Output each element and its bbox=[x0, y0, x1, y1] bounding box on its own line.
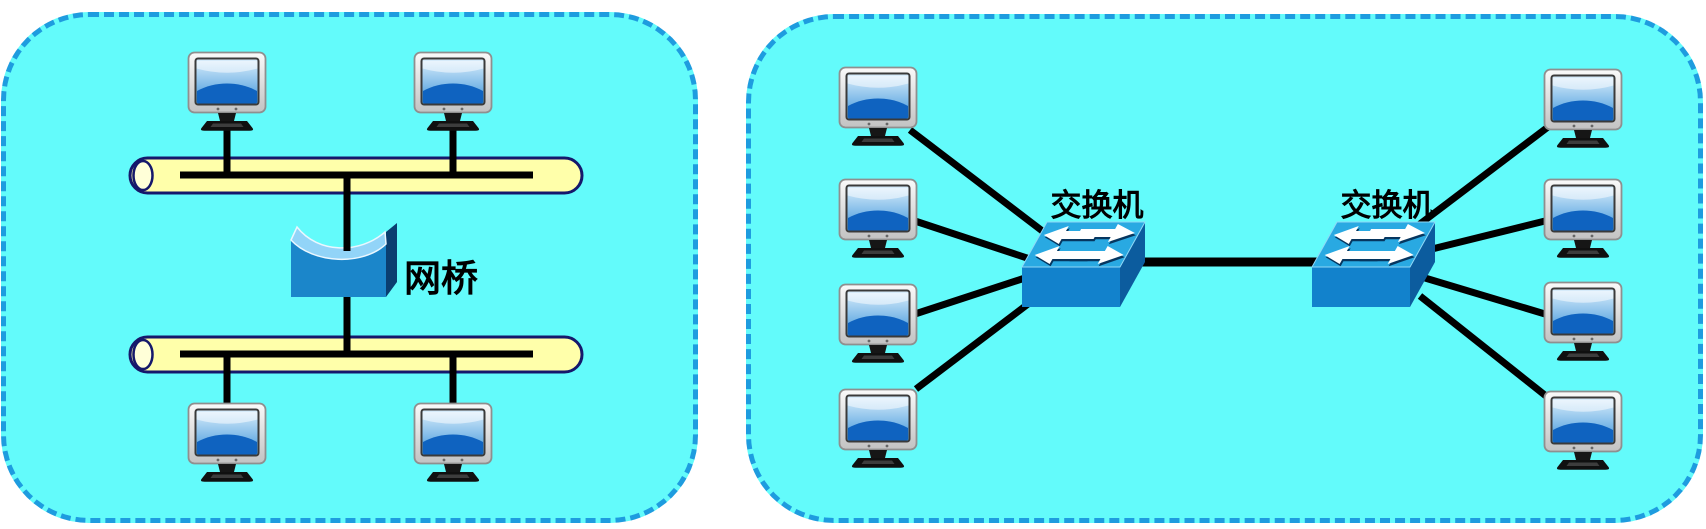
cable-lines bbox=[907, 124, 1551, 399]
switch-icon bbox=[1021, 221, 1146, 308]
switch-label-right: 交换机 bbox=[1340, 188, 1434, 223]
computer-icon bbox=[838, 388, 918, 469]
computer-icon bbox=[1543, 178, 1623, 259]
bridged-lan-group bbox=[128, 51, 584, 483]
computer-icon bbox=[187, 402, 267, 483]
cable-lines bbox=[223, 128, 457, 406]
coax-bus-icon bbox=[128, 156, 584, 195]
computer-icon bbox=[838, 283, 918, 364]
switch-icon bbox=[1311, 221, 1436, 308]
computer-icon bbox=[838, 66, 918, 147]
coax-bus-icon bbox=[128, 335, 584, 374]
computer-icon bbox=[1543, 68, 1623, 149]
computer-icon bbox=[187, 51, 267, 132]
switched-lan-group bbox=[838, 66, 1623, 471]
computer-icon bbox=[1543, 281, 1623, 362]
computer-icon bbox=[838, 178, 918, 259]
bridge-icon bbox=[290, 223, 397, 297]
computer-icon bbox=[413, 51, 493, 132]
bridge-label: 网桥 bbox=[404, 258, 478, 299]
computer-icon bbox=[413, 402, 493, 483]
switch-label-left: 交换机 bbox=[1050, 188, 1144, 223]
computer-icon bbox=[1543, 390, 1623, 471]
